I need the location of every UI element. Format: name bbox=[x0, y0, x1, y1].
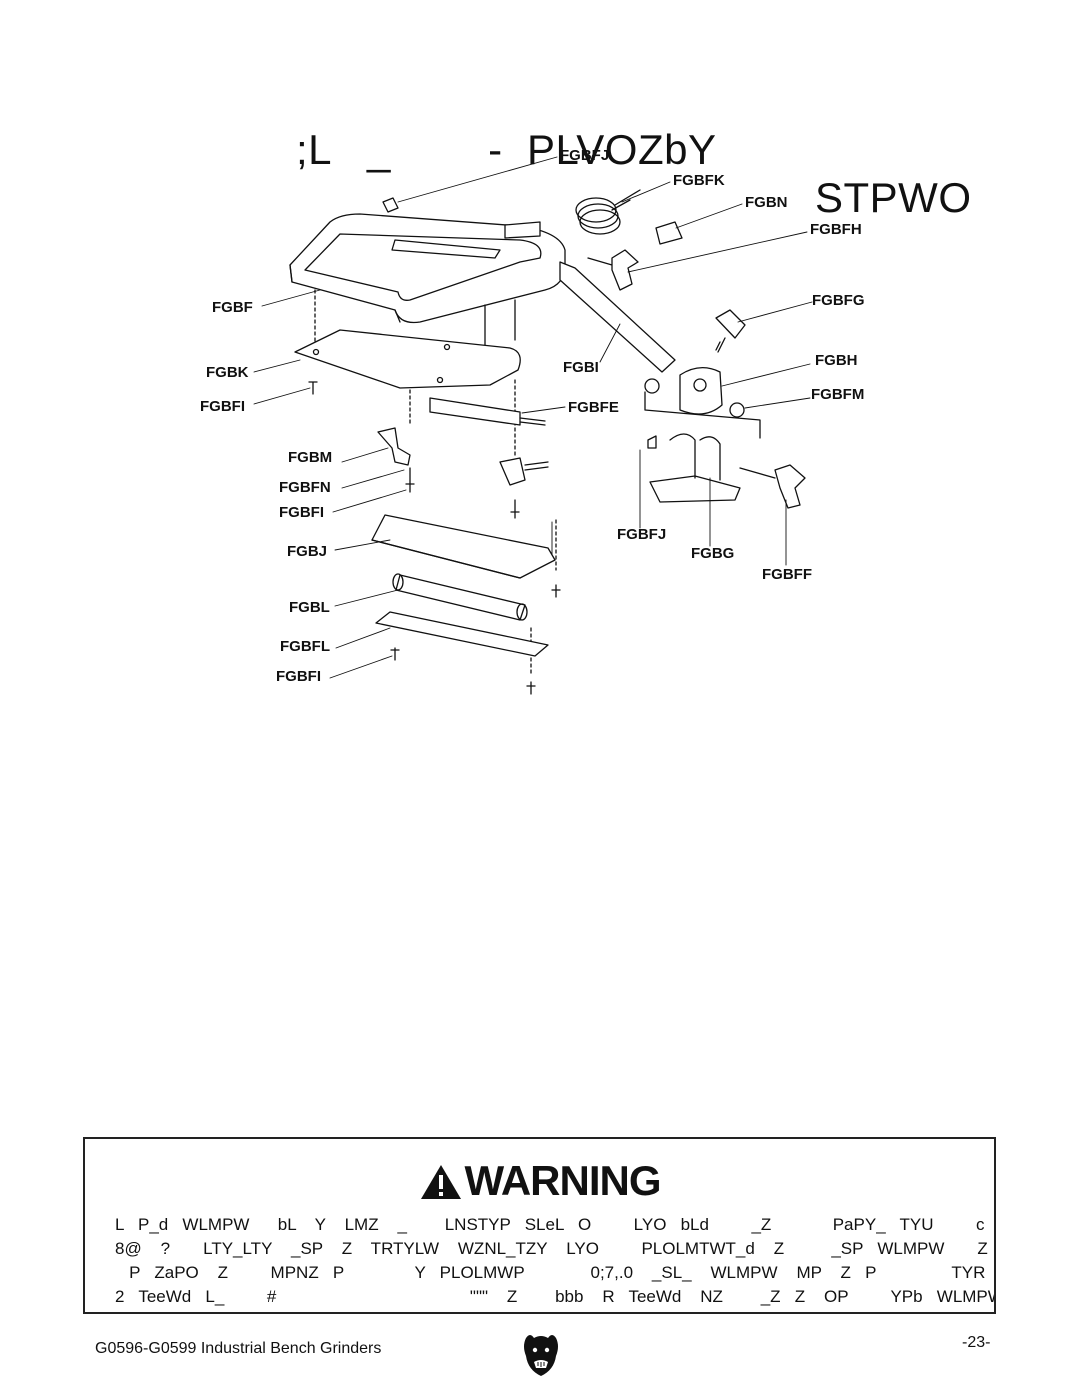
part-label: FGBFI bbox=[279, 504, 324, 521]
grizzly-bear-logo bbox=[524, 1335, 558, 1376]
part-label: FGBFE bbox=[568, 399, 619, 416]
page-number: -23- bbox=[962, 1334, 991, 1351]
part-label: FGBJ bbox=[287, 543, 327, 560]
part-label: FGBM bbox=[288, 449, 332, 466]
footer-manual-title: G0596-G0599 Industrial Bench Grinders bbox=[95, 1340, 382, 1357]
lens-cover bbox=[375, 611, 549, 657]
parts-diagram: FGBFJ FGBFK FGBN FGBFH FGBF FGBFG FGBK F… bbox=[200, 147, 865, 695]
page-title-right: STPWO bbox=[815, 174, 972, 221]
part-label: FGBFH bbox=[810, 221, 862, 238]
part-label: FGBK bbox=[206, 364, 249, 381]
warning-line: 8@ ? LTY_LTY _SP Z TRTYLW WZNL_TZY LYO P… bbox=[115, 1239, 988, 1258]
warning-line: P ZaPO Z MPNZ P Y PLOLMWP 0;7,.0 _SL_ WL… bbox=[115, 1263, 996, 1282]
part-label: FGBFJ bbox=[560, 147, 609, 164]
ballast bbox=[429, 397, 546, 426]
part-label: FGBN bbox=[745, 194, 788, 211]
wire-coil bbox=[575, 189, 641, 235]
leader-lines bbox=[253, 156, 813, 679]
warning-triangle-icon bbox=[420, 1165, 461, 1199]
nut-top bbox=[382, 197, 399, 213]
part-label: FGBFL bbox=[280, 638, 330, 655]
knob-vertical bbox=[715, 309, 746, 353]
part-label: FGBG bbox=[691, 545, 734, 562]
lamp-sockets bbox=[377, 427, 549, 486]
warning-heading-text: WARNING bbox=[464, 1157, 662, 1204]
warning-line: 2 TeeWd L_ # """ Z bbb R TeeWd NZ _Z Z O… bbox=[115, 1287, 996, 1306]
page-title-left: ;L _ - PLVOZbY bbox=[296, 126, 717, 173]
clamp-block bbox=[644, 367, 761, 439]
part-label: FGBFJ bbox=[617, 526, 666, 543]
switch bbox=[655, 221, 683, 245]
warning-line: L P_d WLMPW bL Y LMZ _ LNSTYP SLeL O LYO… bbox=[115, 1215, 985, 1234]
shield-frame bbox=[289, 213, 566, 324]
part-label: FGBF bbox=[212, 299, 253, 316]
part-label: FGBFM bbox=[811, 386, 864, 403]
base-plate bbox=[294, 329, 521, 389]
part-label: FGBFF bbox=[762, 566, 812, 583]
support-arm bbox=[559, 261, 676, 373]
part-label: FGBL bbox=[289, 599, 330, 616]
warning-heading: WARNING bbox=[85, 1157, 994, 1205]
part-label: FGBFI bbox=[200, 398, 245, 415]
part-label: FGBFK bbox=[673, 172, 725, 189]
reflector bbox=[371, 514, 556, 579]
warning-box: WARNING L P_d WLMPW bL Y LMZ _ LNSTYP SL… bbox=[83, 1137, 996, 1314]
part-label: FGBFI bbox=[276, 668, 321, 685]
knob-upper bbox=[587, 249, 639, 291]
page-title: ;L _ - PLVOZbY STPWO bbox=[0, 78, 1080, 222]
part-label: FGBH bbox=[815, 352, 858, 369]
part-label: FGBFN bbox=[279, 479, 331, 496]
part-label: FGBFG bbox=[812, 292, 865, 309]
bracket-base bbox=[647, 433, 806, 509]
part-label: FGBI bbox=[563, 359, 599, 376]
fluorescent-tube bbox=[392, 573, 528, 621]
